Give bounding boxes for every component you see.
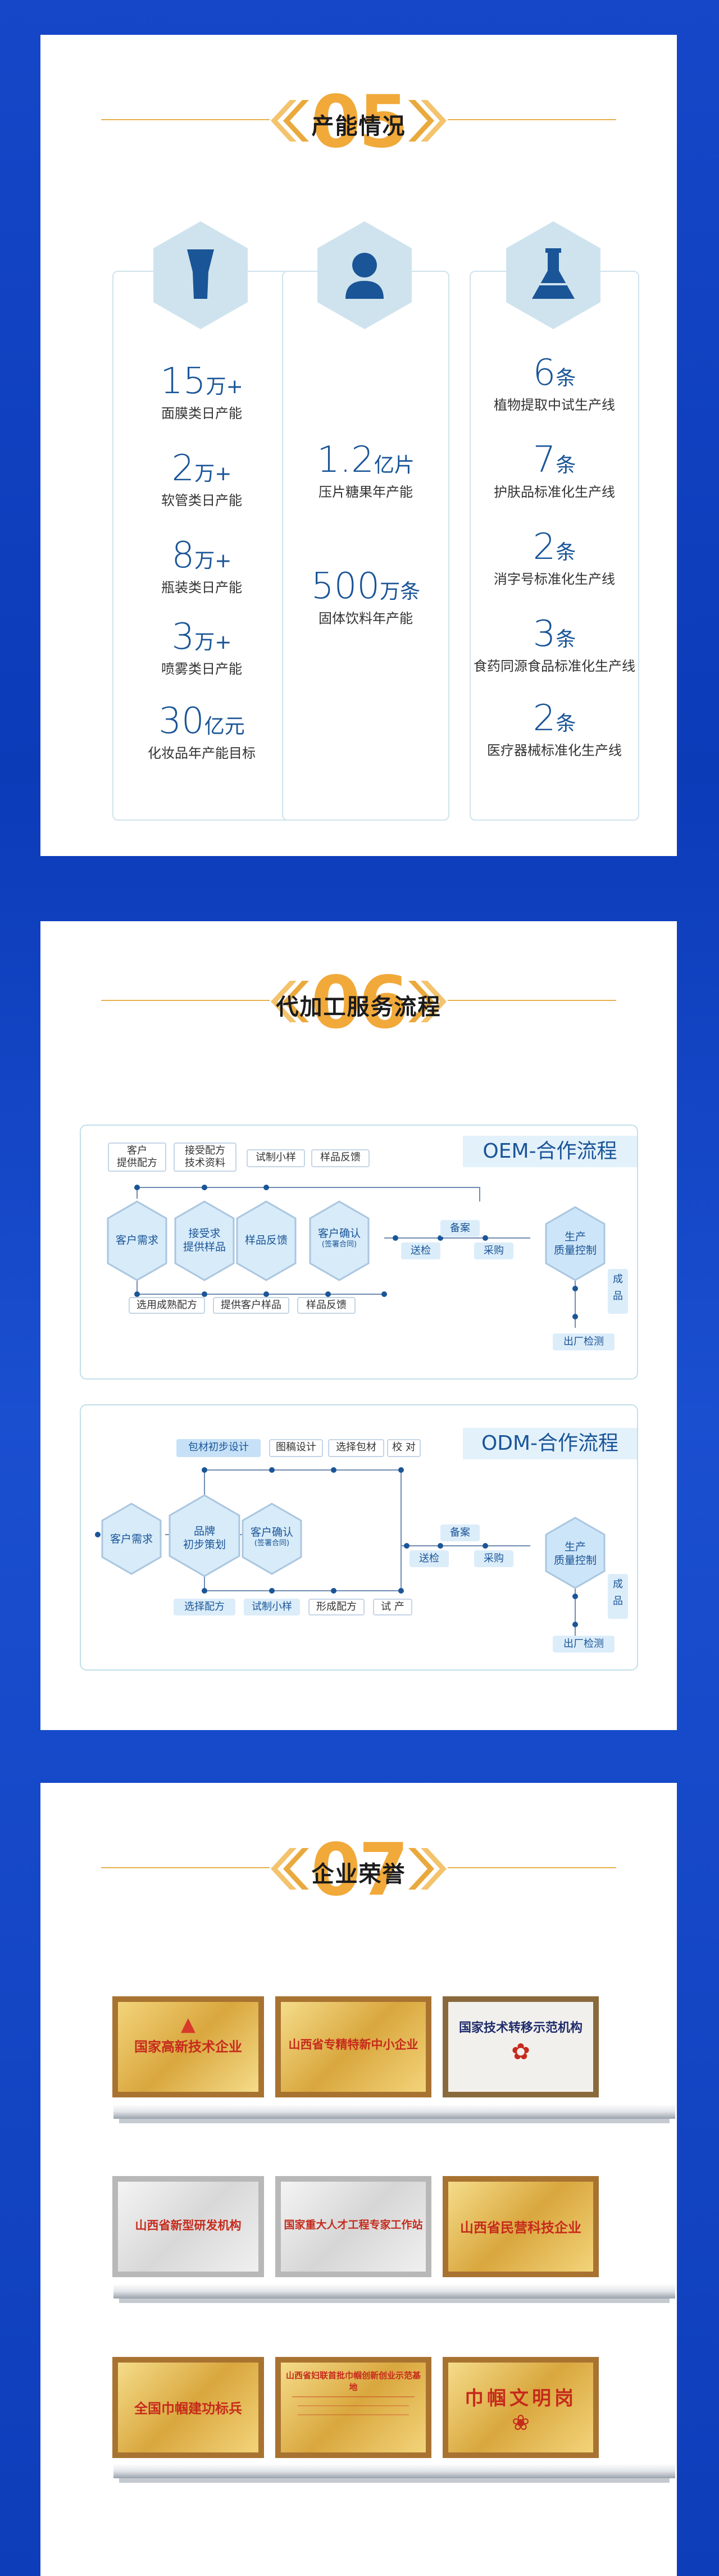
- oem-hex-node: 样品反馈: [244, 1234, 288, 1246]
- chevron-right-icon: [408, 1848, 447, 1890]
- stat-item: 30亿元 化妆品年产能目标: [148, 700, 256, 761]
- oem-step-label: 样品反馈: [297, 1297, 356, 1314]
- odm-step-label: 图稿设计: [269, 1439, 323, 1457]
- oem-connector-lines: [107, 1185, 606, 1328]
- odm-title: ODM-合作流程: [463, 1428, 637, 1459]
- odm-step-label: 包材初步设计: [176, 1439, 261, 1457]
- stat-item: 2条 医疗器械标准化生产线: [487, 698, 622, 758]
- odm-step-label: 形成配方: [308, 1599, 365, 1615]
- section-title: 产能情况: [311, 113, 406, 139]
- odm-connector-lines: [95, 1467, 606, 1636]
- odm-flow: ODM-合作流程: [80, 1404, 638, 1671]
- odm-inspection-label: 送检: [409, 1550, 449, 1567]
- honor-plaque: 山西省专精特新中小企业: [275, 1996, 431, 2097]
- oem-step-label: 试制小样: [247, 1149, 305, 1167]
- capacity-column-3: 6条 植物提取中试生产线 7条 护肤品标准化生产线 2条 消字号标准化生产线 3…: [470, 271, 639, 821]
- honor-plaque: 全国巾帼建功标兵: [112, 2357, 264, 2458]
- person-icon: [317, 221, 412, 329]
- section-number: 07: [311, 1828, 408, 1912]
- honor-plaque: 巾帼文明岗 ❀: [443, 2357, 599, 2458]
- oem-hex-node: 客户确认(签署合同): [317, 1227, 361, 1249]
- oem-inspection-label: 送检: [401, 1243, 440, 1259]
- section-heading-05: 05 产能情况: [40, 83, 677, 162]
- odm-hex-node: 客户确认(签署合同): [250, 1526, 293, 1548]
- odm-factory-test-label: 出厂检测: [553, 1636, 615, 1653]
- honors-panel: 07 企业荣誉 ▲ 国家高新技术企业 山西省专精特新中小企业 国家技术转移示范机…: [40, 1783, 677, 2576]
- shelf: [113, 2284, 675, 2303]
- oem-finished-label: 成 品: [608, 1269, 628, 1314]
- odm-filing-label: 备案: [440, 1524, 480, 1541]
- stat-item: 500万条 固体饮料年产能: [311, 566, 421, 626]
- oem-flow: OEM-合作流程: [80, 1125, 638, 1380]
- odm-step-label: 选择配方: [174, 1599, 235, 1615]
- oem-hex-node: 接受求 提供样品: [183, 1227, 226, 1253]
- oem-step-label: 客户 提供配方: [108, 1143, 166, 1172]
- shelf: [113, 2104, 675, 2123]
- oem-production-node: 生产 质量控制: [553, 1231, 597, 1257]
- oem-step-label: 样品反馈: [311, 1149, 370, 1167]
- oem-purchase-label: 采购: [474, 1243, 513, 1259]
- oem-step-label: 提供客户样品: [213, 1297, 289, 1314]
- oem-title: OEM-合作流程: [463, 1136, 637, 1167]
- flask-icon: [506, 221, 600, 329]
- section-heading-06: 06 代加工服务流程: [40, 964, 677, 1043]
- oem-step-label: 选用成熟配方: [129, 1297, 205, 1314]
- honor-plaque: 山西省民营科技企业: [443, 2176, 599, 2277]
- section-title: 代加工服务流程: [276, 994, 442, 1020]
- section-title: 企业荣誉: [311, 1862, 406, 1887]
- stat-item: 3万+ 喷雾类日产能: [161, 616, 242, 677]
- stat-item: 7条 护肤品标准化生产线: [494, 439, 615, 500]
- odm-production-node: 生产 质量控制: [553, 1541, 597, 1567]
- section-heading-07: 07 企业荣誉: [40, 1831, 677, 1910]
- odm-step-label: 校 对: [387, 1439, 421, 1457]
- honor-plaque: 山西省妇联首批巾帼创新创业示范基地: [275, 2357, 431, 2458]
- section-number: 05: [311, 80, 408, 164]
- tube-icon: [153, 221, 248, 329]
- capacity-column-2: 1.2亿片 压片糖果年产能 500万条 固体饮料年产能: [282, 271, 449, 821]
- chevron-left-icon: [271, 981, 309, 1022]
- oem-step-label: 接受配方 技术资料: [174, 1143, 236, 1172]
- chevron-right-icon: [408, 100, 447, 142]
- oem-filing-label: 备案: [440, 1220, 480, 1237]
- odm-step-label: 试制小样: [244, 1599, 300, 1615]
- oem-hex-node: 客户需求: [115, 1234, 158, 1246]
- capacity-panel: 05 产能情况 15万+ 面膜类日产能 2万+ 软管类日产能 8万+ 瓶装类日产…: [40, 35, 677, 856]
- honor-plaque: 山西省新型研发机构: [112, 2176, 264, 2277]
- odm-finished-label: 成 品: [608, 1574, 628, 1619]
- stat-item: 6条 植物提取中试生产线: [494, 352, 615, 413]
- odm-hex-node: 品牌 初步策划: [183, 1525, 226, 1551]
- stat-item: 15万+ 面膜类日产能: [160, 361, 243, 421]
- stat-item: 8万+ 瓶装类日产能: [161, 535, 242, 595]
- capacity-column-1: 15万+ 面膜类日产能 2万+ 软管类日产能 8万+ 瓶装类日产能 3万+ 喷雾…: [112, 271, 291, 821]
- odm-step-label: 试 产: [373, 1599, 412, 1615]
- honor-plaque: 国家技术转移示范机构 ✿: [443, 1996, 599, 2097]
- odm-step-label: 选择包材: [328, 1439, 384, 1457]
- stat-item: 1.2亿片 压片糖果年产能: [317, 439, 415, 500]
- stat-item: 2万+ 软管类日产能: [161, 448, 242, 508]
- honor-plaque: ▲ 国家高新技术企业: [112, 1996, 264, 2097]
- chevron-left-icon: [271, 100, 309, 142]
- process-panel: 06 代加工服务流程 OEM-合作流程: [40, 921, 677, 1730]
- chevron-right-icon: [408, 981, 447, 1022]
- section-number: 06: [311, 961, 408, 1045]
- stat-item: 2条 消字号标准化生产线: [494, 526, 615, 587]
- oem-factory-test-label: 出厂检测: [553, 1333, 615, 1350]
- shelf: [113, 2464, 675, 2483]
- odm-hex-node: 客户需求: [110, 1533, 153, 1545]
- chevron-left-icon: [271, 1848, 309, 1890]
- honor-plaque: 国家重大人才工程专家工作站: [275, 2176, 431, 2277]
- odm-purchase-label: 采购: [474, 1550, 513, 1567]
- stat-item: 3条 食药同源食品标准化生产线: [474, 613, 635, 674]
